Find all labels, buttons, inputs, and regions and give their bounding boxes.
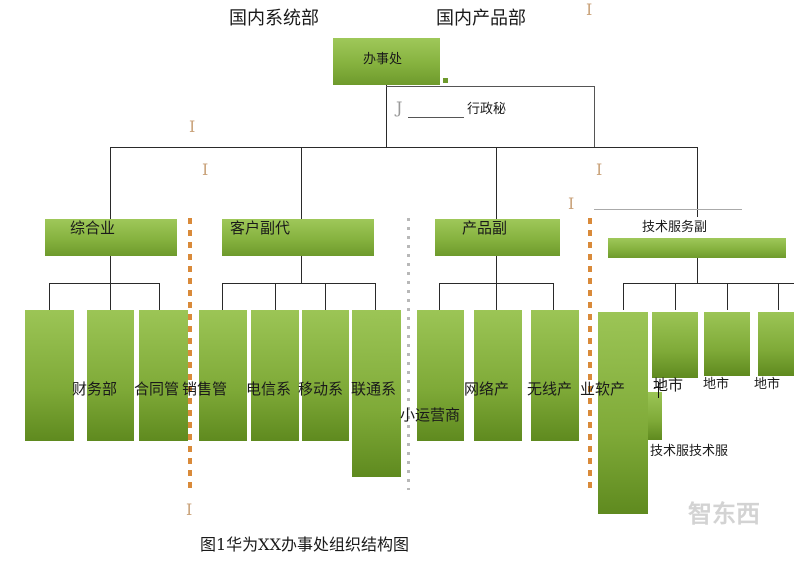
node-unicom <box>302 310 349 441</box>
top-label-product-dept: 国内产品部 <box>436 8 526 29</box>
node-tech-service-2 <box>648 392 662 440</box>
drop-customer <box>301 147 302 219</box>
group-d-tick-1 <box>623 283 624 310</box>
node-product-label: 产品副 <box>462 219 508 237</box>
label-city-1: 地市 <box>653 376 684 394</box>
node-tech-label: 技术服务副 <box>642 220 708 235</box>
group-d-tick-3 <box>727 283 728 310</box>
admin-prefix: J <box>396 98 403 117</box>
label-unicom: 联通系 <box>351 380 397 398</box>
group-b-tick-2 <box>275 283 276 310</box>
node-customer-label: 客户副代 <box>230 219 291 237</box>
group-b-tick-1 <box>222 283 223 310</box>
group-a-tick-2 <box>110 283 111 310</box>
node-sales <box>139 310 188 441</box>
node-comprehensive-label: 综合业 <box>70 219 116 237</box>
node-finance <box>25 310 74 441</box>
root-node-label: 办事处 <box>363 52 403 67</box>
watermark-logo: 智东西 <box>688 500 760 528</box>
group-a-tick-3 <box>159 283 160 310</box>
group-a-tick-1 <box>49 283 50 310</box>
label-tech-services: 技术服技术服 <box>650 444 729 459</box>
label-wireless: 无线产 <box>527 380 573 398</box>
admin-label: 行政秘 <box>467 102 507 117</box>
label-city-2: 地市 <box>703 377 730 392</box>
node-mobile <box>251 310 299 441</box>
group-c-drop <box>496 256 497 283</box>
group-d-tick-4 <box>778 283 779 310</box>
label-software: 业软产 <box>580 380 626 398</box>
node-small-operator <box>352 310 401 477</box>
level2-bus <box>110 147 698 148</box>
label-telecom: 电信系 <box>246 380 292 398</box>
stray-mark-4: I <box>596 160 603 179</box>
group-d-drop <box>697 258 698 283</box>
separator-2 <box>407 218 410 490</box>
tech-side-line <box>594 209 742 210</box>
group-d-tick-2 <box>675 283 676 310</box>
node-software <box>531 310 579 441</box>
label-small-operator: 小运营商 <box>400 406 461 424</box>
figure-caption: 图1华为XX办事处组织结构图 <box>200 535 409 554</box>
stray-mark-2: I <box>189 117 196 136</box>
group-b-tick-3 <box>325 283 326 310</box>
root-drop-line <box>386 85 387 147</box>
stray-mark-1: I <box>586 0 593 19</box>
admin-branch-drop <box>594 86 595 148</box>
node-network <box>417 310 464 441</box>
node-city-1 <box>652 312 698 378</box>
label-network: 网络产 <box>464 380 510 398</box>
group-b-drop <box>301 256 302 283</box>
group-d-bus <box>623 283 794 284</box>
group-b-tick-4 <box>375 283 376 310</box>
stray-mark-3: I <box>202 160 209 179</box>
group-b-bus <box>222 283 376 284</box>
cursor-cross-icon <box>654 382 663 398</box>
root-node <box>333 38 440 85</box>
drop-product <box>496 147 497 219</box>
node-customer <box>222 219 374 256</box>
admin-underline <box>408 117 464 118</box>
node-comprehensive <box>45 219 177 256</box>
group-c-tick-3 <box>553 283 554 310</box>
top-label-system-dept: 国内系统部 <box>229 8 319 29</box>
group-a-drop <box>110 256 111 283</box>
admin-branch-line <box>386 86 594 87</box>
label-city-3: 地市 <box>754 377 781 392</box>
stray-mark-6: I <box>186 500 193 519</box>
node-product <box>435 219 560 256</box>
node-telecom <box>199 310 247 441</box>
node-tech <box>608 238 786 258</box>
group-a-bus <box>49 283 160 284</box>
drop-tech <box>697 147 698 217</box>
drop-comprehensive <box>110 147 111 219</box>
node-contract <box>87 310 134 441</box>
node-tech-service-1 <box>598 312 648 514</box>
group-c-tick-1 <box>439 283 440 310</box>
group-c-tick-2 <box>496 283 497 310</box>
label-sales: 销售管 <box>182 380 228 398</box>
separator-3 <box>588 218 592 490</box>
stray-mark-5: I <box>568 194 575 213</box>
label-mobile: 移动系 <box>298 380 344 398</box>
node-city-3 <box>758 312 794 376</box>
label-finance: 财务部 <box>72 380 118 398</box>
node-city-2 <box>704 312 750 376</box>
root-corner-marker <box>443 78 448 83</box>
separator-1 <box>188 218 192 490</box>
label-contract: 合同管 <box>134 380 180 398</box>
node-wireless <box>474 310 522 441</box>
